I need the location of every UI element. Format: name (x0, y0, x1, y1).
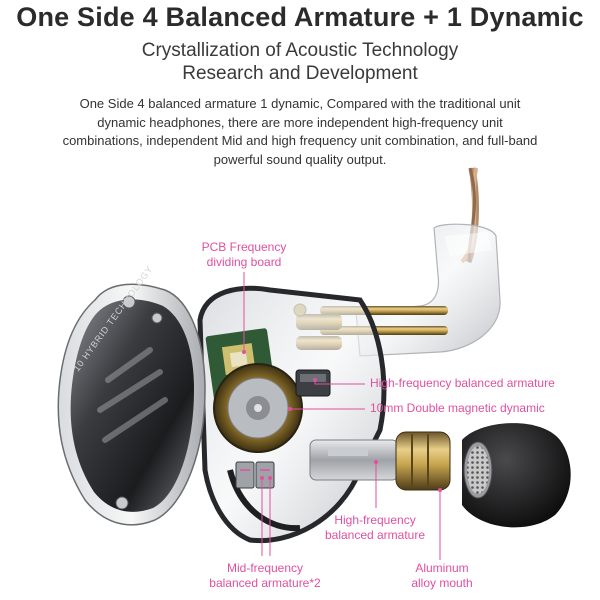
ear-tip (462, 423, 571, 528)
dynamic-driver (213, 363, 303, 453)
callout-dots (242, 350, 442, 492)
callout-high-frequency-ba-2: High-frequency balanced armature (308, 513, 442, 543)
page-title: One Side 4 Balanced Armature + 1 Dynamic (16, 2, 584, 32)
callout-mid-ba-line1: Mid-frequency (226, 561, 304, 575)
connector-housing (355, 223, 501, 357)
callout-high-ba2-line1: High-frequency (334, 513, 416, 527)
high-frequency-ba-unit (295, 369, 331, 397)
callout-dynamic-driver: 10mm Double magnetic dynamic (370, 401, 545, 415)
description-paragraph: One Side 4 balanced armature 1 dynamic, … (62, 96, 538, 167)
faceplate (57, 283, 206, 526)
callout-pcb: PCB Frequency dividing board (188, 240, 300, 270)
callout-pcb-line2: dividing board (206, 255, 282, 269)
subtitle-line-1: Crystallization of Acoustic Technology (141, 40, 459, 61)
callout-mid-frequency-ba: Mid-frequency balanced armature*2 (198, 561, 332, 591)
callout-high-frequency-ba: High-frequency balanced armature (370, 376, 555, 390)
subtitle-line-2: Research and Development (182, 63, 418, 84)
callout-nozzle-line1: Aluminum (415, 561, 469, 575)
callout-nozzle-line2: alloy mouth (411, 576, 473, 590)
callout-mid-ba-line2: balanced armature*2 (209, 576, 321, 590)
callout-nozzle: Aluminum alloy mouth (396, 561, 488, 591)
callout-high-ba2-line2: balanced armature (324, 528, 426, 542)
callout-pcb-line1: PCB Frequency (201, 240, 287, 254)
callout-lines (243, 272, 441, 560)
